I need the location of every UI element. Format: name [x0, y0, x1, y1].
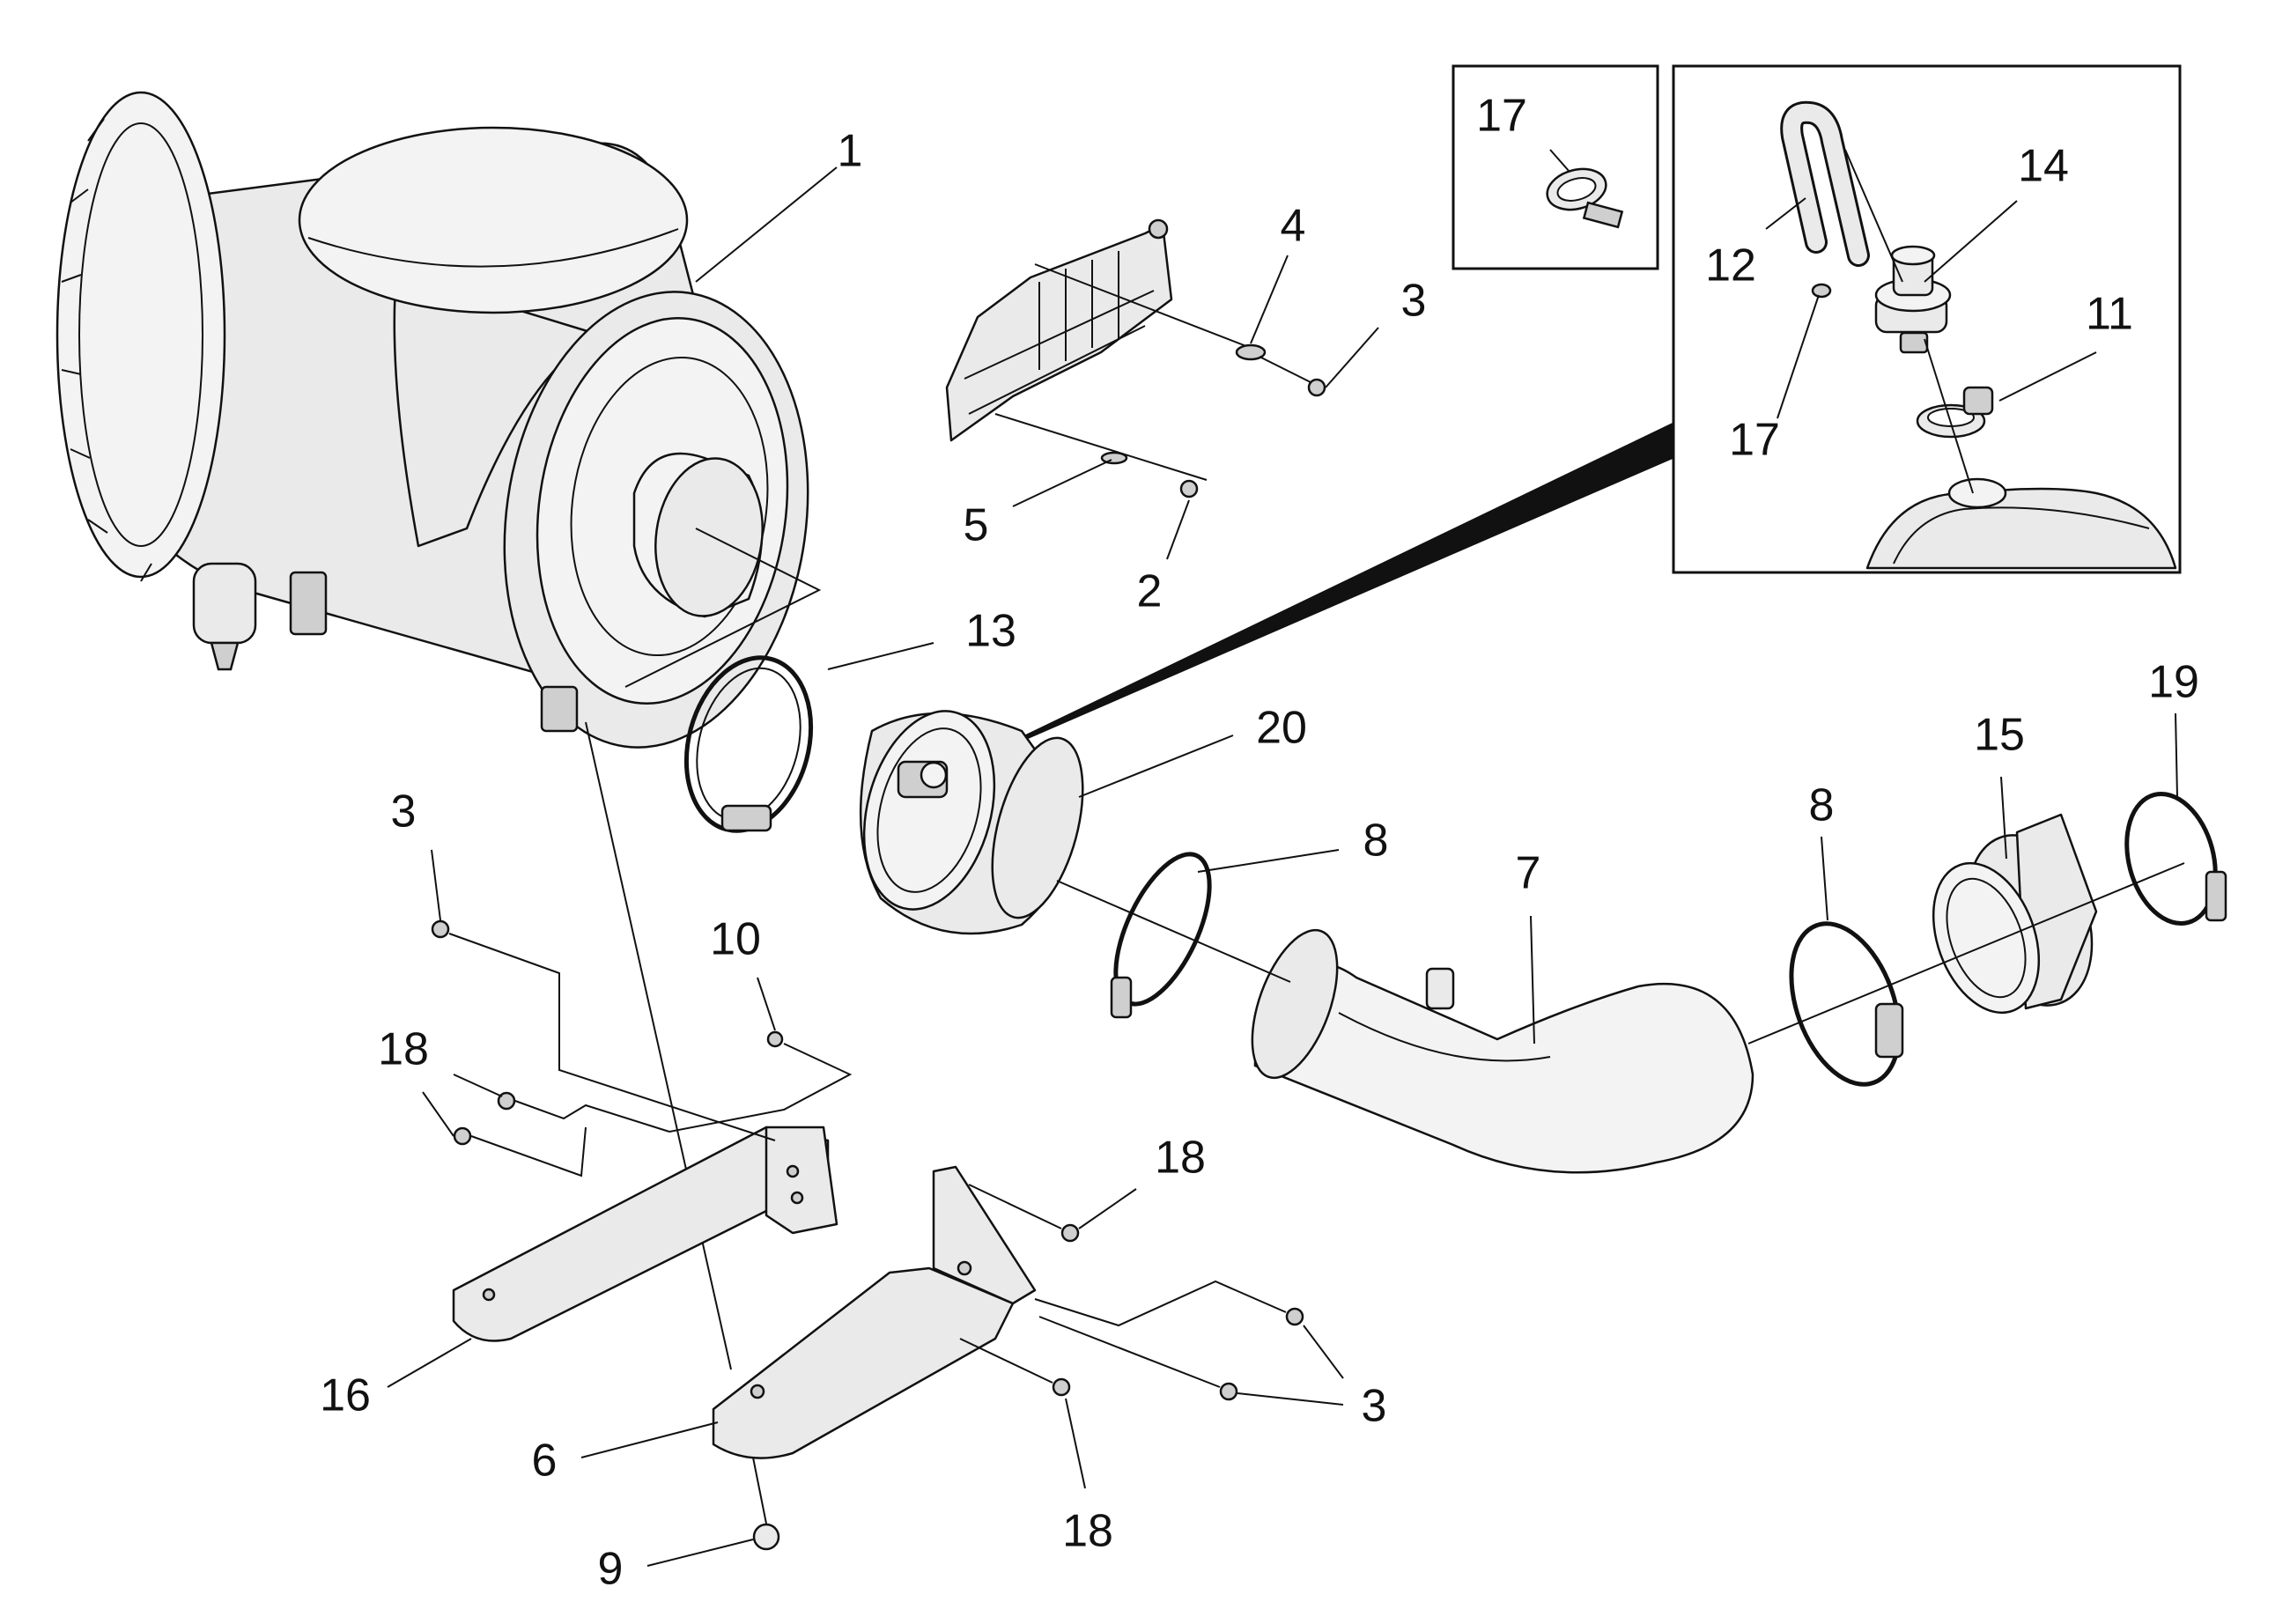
callout-9: 9: [598, 1544, 624, 1595]
adapter-housing-20: [859, 710, 1234, 935]
callout-20: 20: [1256, 703, 1307, 754]
lower-bracket-16: [387, 849, 853, 1388]
callout-5: 5: [964, 500, 989, 551]
upper-bracket: [945, 218, 1379, 560]
callout-8-right: 8: [1809, 780, 1835, 831]
callout-18-left: 18: [378, 1024, 429, 1075]
callout-11: 11: [2086, 289, 2133, 340]
callout-17-oring: 17: [1729, 415, 1780, 466]
right-couplings: [1747, 712, 2227, 1087]
callout-15: 15: [1974, 710, 2025, 761]
callout-labels: 1 4 3 5 2 13 20 8 7 8 15 19 17 12 14 11 …: [320, 91, 2199, 1595]
callout-10: 10: [710, 914, 761, 965]
callout-17-clip: 17: [1476, 91, 1527, 142]
callout-2: 2: [1137, 566, 1163, 617]
callout-6: 6: [532, 1436, 558, 1487]
intake-hose-7: [1056, 880, 1754, 1174]
callout-14: 14: [2018, 141, 2069, 192]
inset-clip-detail: [1452, 64, 1659, 270]
detail-pointer: [933, 422, 1674, 780]
callout-3-upper: 3: [1401, 276, 1427, 327]
callout-3-right: 3: [1362, 1381, 1387, 1432]
air-filter-housing: [55, 91, 838, 1370]
support-bracket-6: [580, 1165, 1344, 1567]
callout-18-right-upper: 18: [1155, 1133, 1206, 1184]
clamp-8-left: [1110, 849, 1340, 1019]
clamp-13: [683, 642, 934, 833]
callout-3-left: 3: [391, 786, 417, 838]
callout-18-bottom: 18: [1062, 1506, 1113, 1557]
callout-8-left: 8: [1363, 816, 1389, 867]
callout-7: 7: [1516, 848, 1541, 899]
callout-13: 13: [965, 606, 1016, 657]
callout-12: 12: [1705, 240, 1756, 292]
callout-16: 16: [320, 1370, 371, 1421]
inset-sensor-detail: [1672, 64, 2182, 574]
callout-1: 1: [838, 126, 863, 177]
callout-19: 19: [2148, 657, 2199, 708]
callout-4: 4: [1281, 201, 1306, 252]
